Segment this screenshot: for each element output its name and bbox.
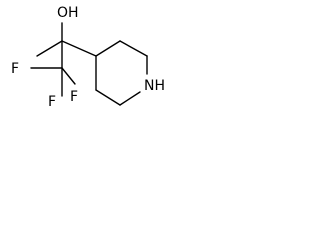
hydroxyl-label: OH <box>57 5 79 21</box>
fluorine-label-3: F <box>48 94 56 110</box>
structure-diagram: OH F F F NH <box>11 5 165 110</box>
fluorine-label-1: F <box>11 61 19 77</box>
fluorine-label-2: F <box>70 89 78 105</box>
ring-nitrogen-label: NH <box>144 78 165 94</box>
bond-ring-c4-c3a <box>95 40 121 57</box>
bond-group <box>30 22 148 106</box>
bond-ring-c3a-c2a <box>119 40 148 57</box>
bond-ring-n-c2b <box>119 91 141 106</box>
bond-cf3-f2 <box>61 67 76 85</box>
bond-c2-ring <box>61 40 97 57</box>
bond-ring-c2b-c3b <box>95 89 121 106</box>
bond-c2-methyl <box>36 40 63 57</box>
